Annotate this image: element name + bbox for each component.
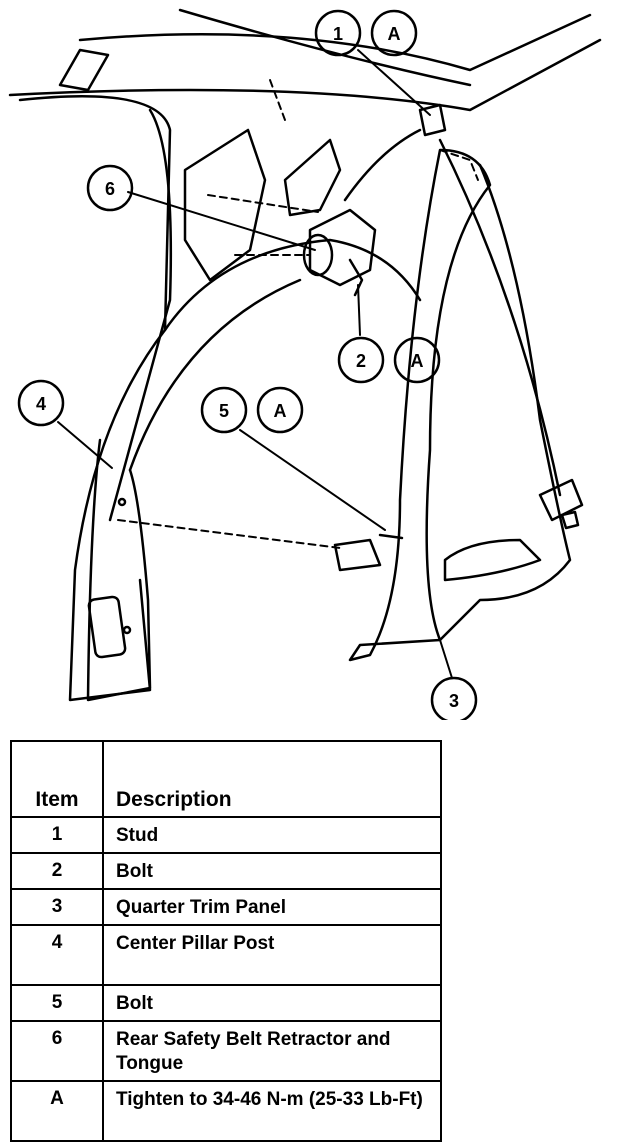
callout-6-number: 6 — [105, 179, 115, 199]
leader-5 — [239, 429, 386, 531]
lower-anchor-bracket — [333, 538, 382, 572]
header-description: Description — [102, 740, 442, 818]
callout-2-number: 2 — [356, 351, 366, 371]
window-vent — [58, 48, 110, 92]
legend-item-number: 4 — [10, 924, 104, 986]
wheelhouse-arch — [163, 238, 422, 332]
legend-row: 6 Rear Safety Belt Retractor and Tongue — [10, 1020, 442, 1082]
callout-5-circle — [200, 386, 248, 434]
legend-row: 1 Stud — [10, 816, 442, 854]
legend-item-description: Quarter Trim Panel — [102, 888, 442, 926]
legend-item-description: Bolt — [102, 852, 442, 890]
seat-belt-webbing — [343, 128, 562, 497]
legend-row: 3 Quarter Trim Panel — [10, 888, 442, 926]
legend-table: Item Description 1 Stud 2 Bolt 3 Quarter… — [10, 740, 442, 1142]
quarter-inner-panel — [183, 128, 267, 282]
diagram-svg: 1 A 6 2 A 4 5 A 3 — [8, 8, 602, 720]
leader-4 — [57, 421, 113, 469]
quarter-trim-panel-right — [438, 163, 572, 642]
callout-1-number: 1 — [333, 24, 343, 44]
belt-tongue — [538, 478, 584, 522]
callout-4-number: 4 — [36, 394, 46, 414]
legend-item-number: 1 — [10, 816, 104, 854]
dash-line-6 — [207, 194, 319, 213]
leader-3 — [439, 639, 453, 679]
header-item: Item — [10, 740, 104, 818]
callout-1-letter: A — [388, 24, 401, 44]
roof-line-upper — [78, 13, 592, 72]
roof-line — [8, 38, 602, 112]
legend-row: 5 Bolt — [10, 984, 442, 1022]
legend-item-description: Stud — [102, 816, 442, 854]
legend-header-row: Item Description — [10, 740, 442, 818]
callout-2-letter-circle — [393, 336, 441, 384]
trim-lower-pocket — [443, 538, 542, 582]
retractor-spool — [302, 233, 334, 277]
center-pillar-inner — [108, 108, 173, 522]
callout-5-number: 5 — [219, 401, 229, 421]
legend-row: A Tighten to 34-46 N-m (25-33 Lb-Ft) — [10, 1080, 442, 1142]
callout-5-letter: A — [274, 401, 287, 421]
legend-item-number: 6 — [10, 1020, 104, 1082]
leader-1 — [357, 49, 431, 116]
pillar-opening — [87, 595, 127, 659]
center-pillar-post — [86, 438, 152, 702]
callout-1-letter-circle — [370, 9, 418, 57]
pillar-hole-2 — [122, 625, 132, 635]
callout-3-circle — [430, 676, 478, 720]
belt-tongue-tip — [560, 510, 580, 530]
pillar-hole — [117, 497, 127, 507]
callout-6-circle — [86, 164, 134, 212]
legend-item-number: 5 — [10, 984, 104, 1022]
leader-6 — [127, 191, 316, 251]
legend-item-number: A — [10, 1080, 104, 1142]
legend-item-description: Center Pillar Post — [102, 924, 442, 986]
legend-item-description: Bolt — [102, 984, 442, 1022]
callout-2-circle — [337, 336, 385, 384]
upper-anchor — [418, 103, 447, 137]
leader-2 — [357, 284, 361, 336]
legend-item-description: Tighten to 34-46 N-m (25-33 Lb-Ft) — [102, 1080, 442, 1142]
quarter-trim-panel — [348, 148, 492, 662]
legend-item-description: Rear Safety Belt Retractor and Tongue — [102, 1020, 442, 1082]
callout-5-letter-circle — [256, 386, 304, 434]
dash-line-1 — [439, 149, 479, 181]
exploded-view-diagram: 1 A 6 2 A 4 5 A 3 — [8, 8, 602, 720]
callout-2-letter: A — [411, 351, 424, 371]
bolt-5-shaft — [378, 533, 404, 540]
legend-item-number: 2 — [10, 852, 104, 890]
quarter-window — [283, 138, 342, 217]
dash-line-5 — [117, 519, 341, 549]
callout-3-number: 3 — [449, 691, 459, 711]
callout-4-circle — [17, 379, 65, 427]
wheelhouse-arch-inner — [128, 278, 302, 472]
roof-rail — [178, 8, 472, 87]
legend-row: 2 Bolt — [10, 852, 442, 890]
legend-item-number: 3 — [10, 888, 104, 926]
callout-1-circle — [314, 9, 362, 57]
center-pillar-outer — [18, 95, 172, 702]
dash-line-roof — [269, 79, 286, 121]
legend-row: 4 Center Pillar Post — [10, 924, 442, 986]
